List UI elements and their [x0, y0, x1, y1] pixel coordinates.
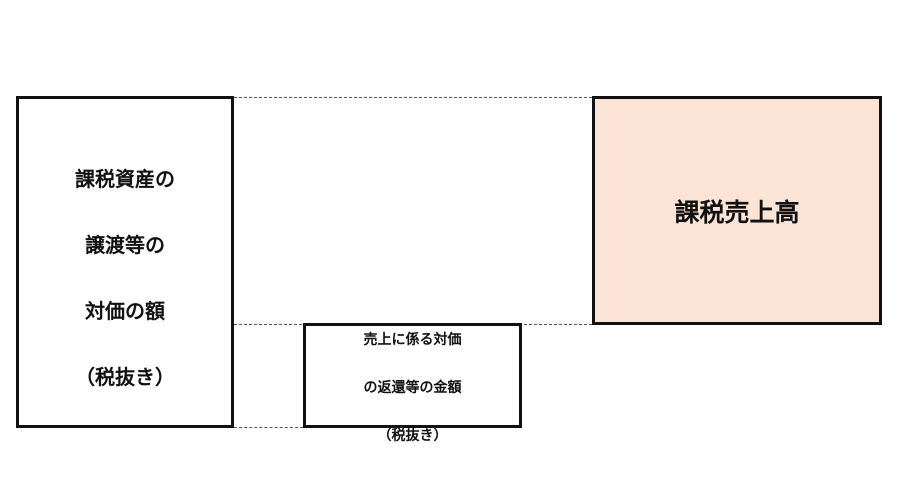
label-line: （税抜き） [75, 365, 175, 389]
label-line: 売上に係る対価 [363, 331, 462, 348]
taxable-sales-box: 課税売上高 [592, 96, 882, 325]
label-line: 対価の額 [85, 299, 165, 323]
taxable-sales-label: 課税売上高 [674, 197, 800, 227]
label-line: （税抜き） [377, 427, 448, 444]
label-line: 課税資産の [75, 167, 175, 191]
sales-returns-box: 売上に係る対価 の返還等の金額 （税抜き） [303, 323, 522, 444]
taxable-assets-transfer-box: 課税資産の 譲渡等の 対価の額 （税抜き） [16, 96, 234, 428]
sales-returns-label: 売上に係る対価 の返還等の金額 （税抜き） [364, 304, 462, 448]
guide-line-bottom [234, 427, 303, 428]
guide-line-top [234, 97, 592, 98]
label-line: 譲渡等の [85, 233, 165, 257]
label-line: の返還等の金額 [363, 379, 462, 396]
taxable-assets-transfer-label: 課税資産の 譲渡等の 対価の額 （税抜き） [75, 130, 175, 394]
